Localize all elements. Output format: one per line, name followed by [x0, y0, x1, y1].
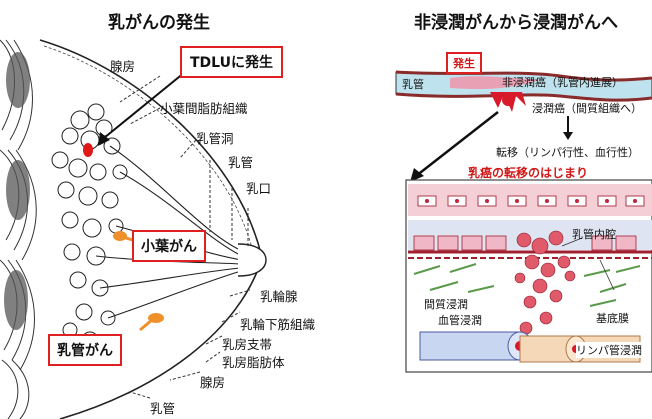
lobular-cancer-callout: 小葉がん: [132, 230, 206, 262]
label-nipple-opening: 乳口: [246, 181, 272, 196]
label-invasive: 浸潤癌（間質組織へ）: [532, 102, 642, 115]
label-duct-bottom: 乳管: [150, 401, 176, 416]
label-suspensory-ligament: 乳房支帯: [222, 337, 273, 352]
label-lymphatic-invasion: リンパ管浸潤: [576, 342, 642, 358]
label-gland-bottom: 腺房: [200, 375, 226, 390]
label-metastasis: 転移（リンパ行性、血行性）: [496, 146, 639, 159]
label-duct: 乳管: [402, 78, 424, 91]
tdlu-callout: TDLUに発生: [180, 46, 283, 78]
label-vascular-invasion: 血管浸潤: [438, 314, 482, 327]
label-interlobular-fat: 小葉間脂肪組織: [160, 101, 248, 116]
onset-callout: 発生: [446, 52, 482, 74]
label-metastasis-start: 乳癌の転移のはじまり: [468, 166, 589, 180]
left-panel-title: 乳がんの発生: [108, 13, 210, 33]
label-duct-upper: 乳管: [228, 155, 254, 170]
label-breast-fat: 乳房脂肪体: [222, 355, 285, 370]
label-noninvasive: 非浸潤癌（乳管内進展）: [502, 76, 623, 89]
label-areolar-gland: 乳輪腺: [260, 289, 298, 304]
label-duct-lumen: 乳管内腔: [572, 228, 616, 241]
label-gland-top: 腺房: [110, 59, 136, 74]
label-basement-membrane: 基底膜: [596, 312, 629, 325]
label-stromal-invasion: 間質浸潤: [424, 298, 468, 311]
label-lactiferous-sinus: 乳管洞: [196, 131, 234, 146]
label-subareolar-muscle: 乳輪下筋組織: [240, 317, 316, 332]
right-panel-title: 非浸潤がんから浸潤がんへ: [414, 13, 618, 33]
ductal-cancer-callout: 乳管がん: [48, 334, 122, 366]
